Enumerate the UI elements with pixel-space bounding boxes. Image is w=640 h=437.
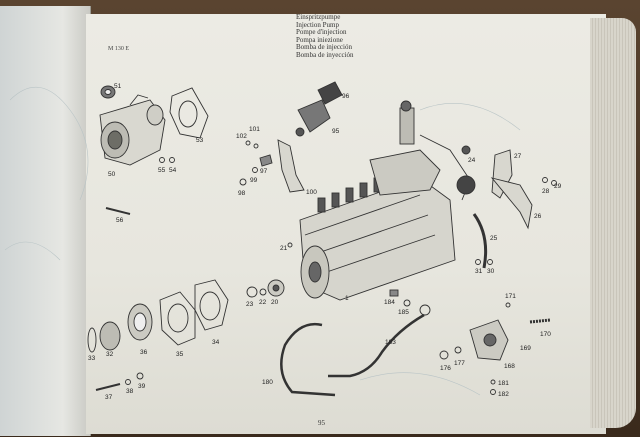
label-part-101: 101 bbox=[249, 126, 260, 133]
label-part-36: 36 bbox=[140, 349, 148, 356]
label-part-38: 38 bbox=[126, 388, 134, 395]
label-part-51: 51 bbox=[114, 83, 122, 90]
label-part-23: 23 bbox=[246, 301, 254, 308]
label-part-97: 97 bbox=[260, 168, 268, 175]
part-1-pump-body bbox=[299, 100, 476, 301]
label-part-181: 181 bbox=[498, 380, 509, 387]
label-part-22: 22 bbox=[259, 299, 267, 306]
header-title-en: Injection Pump bbox=[296, 20, 339, 29]
label-part-96: 96 bbox=[342, 93, 350, 100]
label-part-177: 177 bbox=[454, 360, 465, 367]
label-part-95: 95 bbox=[332, 128, 340, 135]
label-part-39: 39 bbox=[138, 383, 146, 390]
page-stack-edge bbox=[590, 18, 636, 428]
page-number: 95 bbox=[318, 419, 325, 427]
label-part-56: 56 bbox=[116, 217, 124, 224]
label-part-32: 32 bbox=[106, 351, 114, 358]
label-part-50: 50 bbox=[108, 171, 116, 178]
label-part-28: 28 bbox=[542, 188, 550, 195]
label-part-27: 27 bbox=[514, 153, 522, 160]
label-part-171: 171 bbox=[505, 293, 516, 300]
label-part-30: 30 bbox=[487, 268, 495, 275]
label-part-98: 98 bbox=[238, 190, 246, 197]
label-part-100: 100 bbox=[306, 189, 317, 196]
label-part-53: 53 bbox=[196, 137, 204, 144]
label-part-24: 24 bbox=[468, 157, 476, 164]
label-part-183: 183 bbox=[385, 339, 396, 346]
label-part-180: 180 bbox=[262, 379, 273, 386]
header-title-it: Pompa iniezione bbox=[296, 35, 343, 44]
page-header: Einspritzpumpe Injection Pump Pompe d'in… bbox=[296, 13, 354, 60]
part-50-housing bbox=[99, 94, 166, 166]
part-51-cap bbox=[100, 85, 116, 99]
part-53-gasket bbox=[169, 87, 209, 139]
label-part-184: 184 bbox=[384, 299, 395, 306]
label-part-102: 102 bbox=[236, 133, 247, 140]
model-tag: M 130 E bbox=[108, 46, 129, 52]
header-title-es: Bomba de inyección bbox=[296, 50, 354, 59]
left-page bbox=[0, 6, 91, 436]
label-part-31: 31 bbox=[475, 268, 483, 275]
header-title-pt: Bomba de injección bbox=[296, 43, 352, 52]
label-part-170: 170 bbox=[540, 331, 551, 338]
label-part-26: 26 bbox=[534, 213, 542, 220]
label-part-20: 20 bbox=[271, 299, 279, 306]
label-part-35: 35 bbox=[176, 351, 184, 358]
header-title-de: Einspritzpumpe bbox=[296, 13, 341, 21]
label-part-169: 169 bbox=[520, 345, 531, 352]
label-part-1: 1 bbox=[345, 295, 349, 302]
label-part-21: 21 bbox=[280, 245, 288, 252]
label-part-37: 37 bbox=[105, 394, 113, 401]
label-part-185: 185 bbox=[398, 309, 409, 316]
label-part-99: 99 bbox=[250, 177, 258, 184]
part-95-valve bbox=[295, 99, 331, 137]
label-part-55: 55 bbox=[158, 167, 166, 174]
label-part-29: 29 bbox=[554, 183, 562, 190]
label-part-34: 34 bbox=[212, 339, 220, 346]
label-part-54: 54 bbox=[169, 167, 177, 174]
label-part-25: 25 bbox=[490, 235, 498, 242]
label-part-168: 168 bbox=[504, 363, 515, 370]
label-part-182: 182 bbox=[498, 391, 509, 398]
header-title-fr: Pompe d'injection bbox=[296, 28, 347, 37]
label-part-33: 33 bbox=[88, 355, 96, 362]
part-96-block bbox=[317, 81, 343, 105]
label-part-176: 176 bbox=[440, 365, 451, 372]
